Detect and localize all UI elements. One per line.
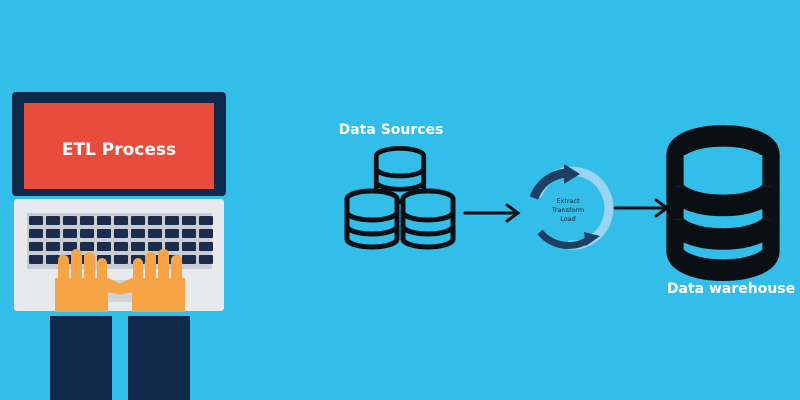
data-warehouse-label: Data warehouse [667,281,795,297]
data-sources-label: Data Sources [339,122,444,138]
database-icon [675,136,771,270]
arrow-right-icon [613,198,670,218]
cycle-arrowhead-bottom [584,232,600,246]
screen-title: ETL Process [62,140,176,160]
cycle-arrowhead-top [564,164,580,184]
right-sleeve [128,316,190,400]
cycle-arc-dark-top [529,168,569,200]
arrow-right-icon [463,203,521,223]
cycle-transform: Transform [551,206,584,214]
left-sleeve [50,316,112,400]
cycle-arrows-icon: Extract Transform Load [529,164,614,250]
laptop-icon: ETL Process [12,92,226,400]
database-right [403,191,453,247]
cycle-load: Load [560,215,576,223]
database-stack-icon [347,148,453,247]
cycle-arc-dark-bottom [537,229,590,249]
cycle-extract: Extract [556,197,580,205]
database-left [347,191,397,247]
left-hand-icon [55,249,121,312]
laptop-screen [24,103,214,189]
right-hand-icon [119,249,185,312]
